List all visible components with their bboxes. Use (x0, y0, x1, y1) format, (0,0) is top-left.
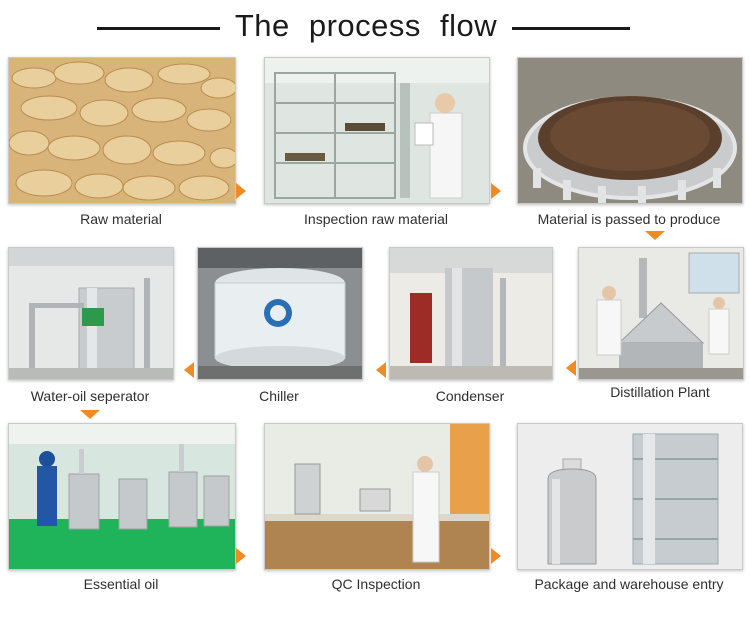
header: The process flow (0, 8, 750, 48)
chiller-photo (197, 247, 363, 380)
arrow-left-icon (376, 362, 386, 378)
step-label: Chiller (259, 388, 299, 404)
package-warehouse-photo (517, 423, 743, 570)
essential-oil-photo (8, 423, 236, 570)
step-label: Essential oil (83, 576, 159, 592)
step-label: Raw material (80, 211, 162, 227)
step-label: Package and warehouse entry (534, 576, 724, 592)
step-label: QC Inspection (331, 576, 421, 592)
arrow-right-icon (236, 548, 246, 564)
step-label: Water-oil seperator (30, 388, 150, 404)
arrow-right-icon (236, 183, 246, 199)
step-label: Distillation Plant (610, 384, 710, 400)
distillation-plant-photo (578, 247, 744, 380)
arrow-right-icon (491, 548, 501, 564)
arrow-right-icon (491, 183, 501, 199)
arrow-left-icon (566, 360, 576, 376)
step-label: Inspection raw material (304, 211, 448, 227)
title-rule-right (512, 27, 630, 30)
raw-material-photo (8, 57, 236, 204)
title-rule-left (97, 27, 220, 30)
material-produce-photo (517, 57, 743, 204)
page-title: The process flow (234, 8, 498, 43)
arrow-left-icon (184, 362, 194, 378)
inspection-raw-material-photo (264, 57, 490, 204)
step-label: Material is passed to produce (537, 211, 721, 227)
qc-inspection-photo (264, 423, 490, 570)
arrow-down-icon (645, 231, 665, 240)
step-label: Condenser (435, 388, 505, 404)
water-oil-separator-photo (8, 247, 174, 380)
condenser-photo (389, 247, 553, 380)
arrow-down-icon (80, 410, 100, 419)
